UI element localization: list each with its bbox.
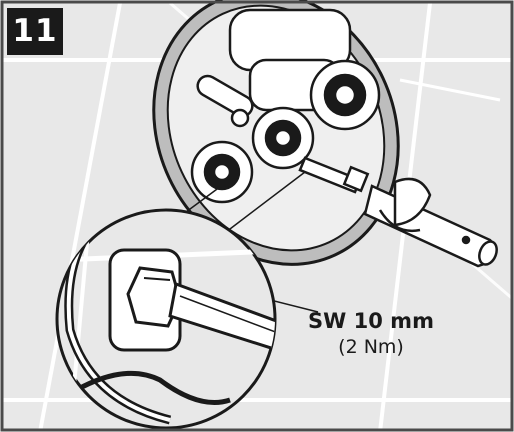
wrench-size-callout: SW 10 mm (2 Nm) [296,308,446,360]
step-number-badge: 11 [7,8,63,55]
connection-pipe [298,156,498,268]
wrench-size-label: SW 10 mm [308,309,434,333]
valve-body [190,8,381,204]
detail-magnifier [55,208,277,430]
torque-label: (2 Nm) [338,336,404,358]
